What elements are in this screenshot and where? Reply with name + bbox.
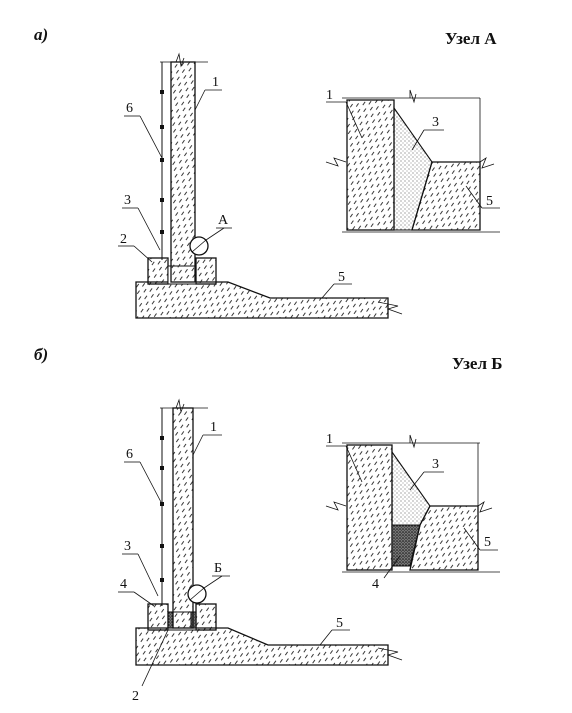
insulation-dots bbox=[160, 90, 164, 234]
section-a: а) Узел А bbox=[34, 25, 500, 319]
curb-right bbox=[195, 257, 217, 285]
label-a-5: 5 bbox=[338, 270, 345, 285]
curb-left bbox=[147, 257, 169, 285]
detail-b-slab bbox=[409, 505, 479, 571]
main-view-a: А 1 6 3 2 5 bbox=[118, 52, 403, 319]
slab-break-mark bbox=[377, 301, 403, 315]
label-db-3: 3 bbox=[432, 457, 439, 472]
label-a-2: 2 bbox=[120, 232, 127, 247]
section-b-marker: б) bbox=[34, 345, 48, 364]
label-b-2: 2 bbox=[132, 689, 139, 704]
break-mark bbox=[175, 52, 185, 68]
sealant-strip-left bbox=[167, 611, 174, 629]
detail-b-title: Узел Б bbox=[452, 354, 503, 373]
label-da-5: 5 bbox=[486, 194, 493, 209]
section-b: б) Узел Б Б bbox=[34, 345, 503, 704]
callout-label-a: А bbox=[218, 213, 229, 228]
label-da-3: 3 bbox=[432, 115, 439, 130]
callout-label-b: Б bbox=[214, 561, 222, 576]
label-a-1: 1 bbox=[212, 75, 219, 90]
label-db-4: 4 bbox=[372, 577, 379, 592]
detail-a-title: Узел А bbox=[445, 29, 497, 48]
label-db-1: 1 bbox=[326, 432, 333, 447]
foundation-slab-b bbox=[135, 627, 389, 666]
detail-view-a: 1 3 5 bbox=[325, 88, 500, 233]
main-view-b: Б 1 6 3 4 5 2 bbox=[118, 398, 403, 704]
label-a-6: 6 bbox=[126, 101, 133, 116]
label-b-6: 6 bbox=[126, 447, 133, 462]
label-db-5: 5 bbox=[484, 535, 491, 550]
label-b-5: 5 bbox=[336, 616, 343, 631]
label-da-1: 1 bbox=[326, 88, 333, 103]
detail-view-b: 1 3 5 4 bbox=[325, 432, 500, 592]
label-b-3: 3 bbox=[124, 539, 131, 554]
curb-left-b bbox=[147, 603, 169, 631]
label-b-1: 1 bbox=[210, 420, 217, 435]
curb-right-b bbox=[195, 603, 217, 631]
label-a-3: 3 bbox=[124, 193, 131, 208]
section-a-marker: а) bbox=[34, 25, 48, 44]
label-b-4: 4 bbox=[120, 577, 127, 592]
foundation-slab bbox=[135, 281, 389, 319]
detail-a-slab bbox=[411, 161, 481, 231]
detail-b-dense-filler bbox=[391, 524, 421, 567]
